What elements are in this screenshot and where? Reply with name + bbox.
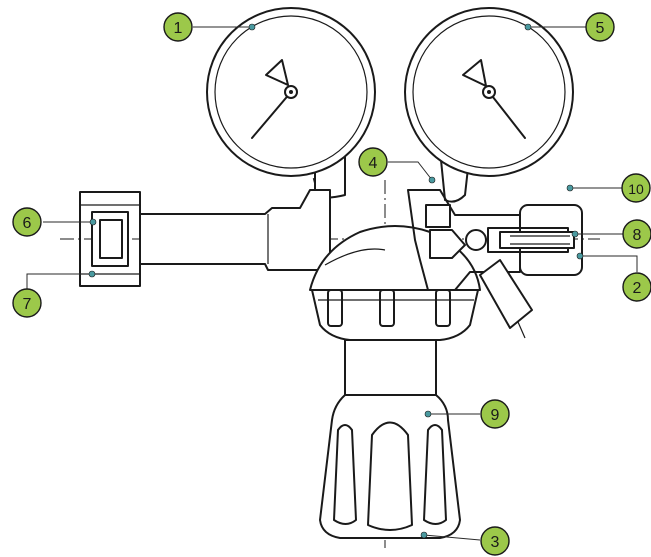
- callout-9: 9: [480, 399, 510, 429]
- handwheel: [319, 394, 461, 539]
- callout-10: 10: [621, 173, 651, 203]
- callout-1: 1: [163, 12, 193, 42]
- callout-8-label: 8: [633, 227, 642, 244]
- callout-5: 5: [585, 12, 615, 42]
- inlet-connector: [79, 189, 331, 287]
- callout-3: 3: [480, 526, 510, 556]
- callout-8: 8: [622, 219, 651, 249]
- leader-lines: [26, 23, 638, 541]
- callout-7: 7: [12, 288, 42, 318]
- callout-4: 4: [358, 147, 388, 177]
- gauge-right: [404, 7, 574, 203]
- callout-5-label: 5: [596, 20, 605, 37]
- sectioned-valve: [407, 189, 583, 339]
- bonnet: [311, 289, 479, 341]
- callout-6-label: 6: [23, 215, 32, 232]
- callout-2: 2: [622, 272, 651, 302]
- callout-2-label: 2: [633, 280, 642, 297]
- callout-10-label: 10: [628, 181, 644, 197]
- callout-3-label: 3: [491, 534, 500, 551]
- callout-1-label: 1: [174, 20, 183, 37]
- stem: [344, 339, 437, 401]
- gauge-left: [206, 7, 376, 199]
- callout-4-label: 4: [369, 155, 378, 172]
- callout-9-label: 9: [491, 407, 500, 424]
- callout-7-label: 7: [23, 296, 32, 313]
- callout-6: 6: [12, 207, 42, 237]
